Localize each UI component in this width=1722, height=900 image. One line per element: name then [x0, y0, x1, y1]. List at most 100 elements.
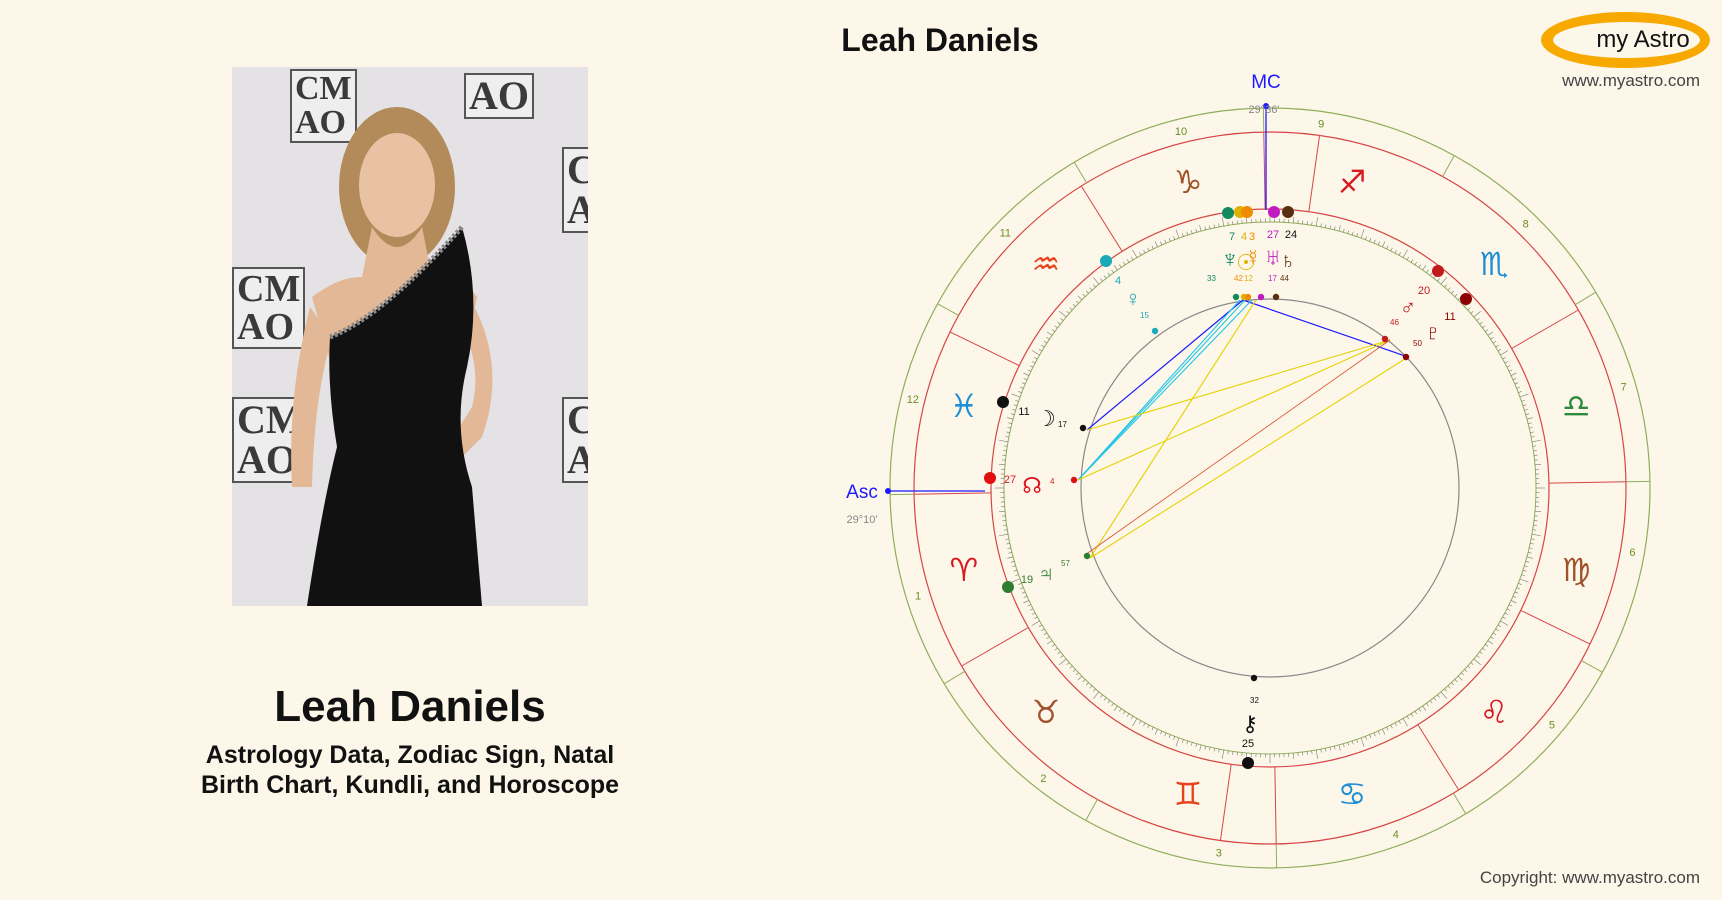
degree-tick [1521, 574, 1525, 577]
saturn-dot [1282, 206, 1294, 218]
house-number: 10 [1175, 126, 1187, 138]
sign-boundary-line [1442, 155, 1455, 177]
mars-minute: 46 [1390, 318, 1399, 327]
logo-text: my Astro [1596, 26, 1690, 53]
house-cusp-line [1511, 309, 1579, 349]
neptune-icon: ♆ [1221, 246, 1239, 273]
degree-tick [1522, 569, 1527, 572]
house-lines [890, 108, 1650, 868]
degree-tick [1529, 547, 1533, 549]
sign-boundary-line [937, 303, 959, 316]
house-number: 1 [915, 591, 921, 603]
degree-tick [1325, 748, 1327, 752]
degree-tick [1020, 587, 1024, 590]
degree-tick [1218, 223, 1220, 227]
degree-tick [1092, 688, 1096, 692]
degree-tick [1440, 691, 1447, 699]
degree-tick [1329, 747, 1331, 751]
planets: 7 ♆ 33 4 ☉ 12 3 ☿ 42 27 ♅ 17 24 ♄ [984, 206, 1472, 769]
degree-tick [1043, 340, 1048, 344]
aries-icon: ♈ [949, 551, 978, 589]
degree-tick [1018, 391, 1022, 393]
myastro-logo[interactable]: my Astro [1541, 12, 1710, 68]
degree-tick [1502, 357, 1506, 360]
degree-tick [1013, 569, 1018, 572]
degree-tick [1082, 679, 1086, 683]
degree-tick [1514, 591, 1519, 594]
degree-tick [1356, 233, 1359, 237]
aquarius-icon: ♒ [1032, 245, 1061, 283]
degree-tick [1031, 361, 1036, 364]
house-number: 11 [1000, 227, 1011, 239]
degree-tick [1075, 672, 1079, 676]
moon-dot [997, 396, 1009, 408]
degree-tick [999, 439, 1009, 443]
degree-tick [1528, 422, 1532, 424]
backdrop-logo-bottom: AO [567, 437, 588, 482]
degree-tick [1414, 261, 1418, 266]
degree-tick [1213, 224, 1215, 228]
backdrop-logo-top: CM [295, 70, 352, 107]
degree-tick [1347, 742, 1350, 746]
degree-tick [1476, 318, 1480, 321]
degree-tick [1369, 734, 1372, 738]
degree-tick [1023, 595, 1028, 598]
degree-tick [1369, 238, 1372, 242]
degree-tick [1031, 350, 1040, 356]
degree-tick [1495, 344, 1499, 348]
degree-tick [1059, 311, 1067, 318]
degree-tick [1510, 372, 1517, 376]
degree-tick [999, 510, 1006, 513]
degree-tick [1516, 587, 1520, 590]
house-cusp-line [914, 492, 992, 495]
subtitle-line-2: Birth Chart, Kundli, and Horoscope [200, 771, 620, 799]
degree-tick [1209, 225, 1211, 229]
logo-inner [1553, 22, 1700, 58]
degree-tick [1020, 386, 1024, 389]
backdrop-logo: CM AO [232, 267, 306, 349]
degree-tick [1168, 238, 1171, 242]
subtitle-line-1: Astrology Data, Zodiac Sign, Natal [205, 741, 615, 769]
house-number: 3 [1216, 847, 1222, 859]
house-ring [913, 131, 1627, 845]
degree-tick [1464, 669, 1468, 673]
degree-tick [1119, 264, 1122, 268]
degree-tick [1018, 583, 1022, 585]
node-minute: 4 [1050, 477, 1055, 486]
mc-label: MC [1251, 72, 1281, 93]
degree-tick [1487, 331, 1493, 336]
degree-tick [1130, 715, 1134, 720]
backdrop-logo-top: CM [567, 397, 588, 442]
degree-tick [1360, 737, 1365, 747]
degree-tick [1429, 272, 1433, 276]
mars-degree: 20 [1418, 285, 1430, 297]
degree-tick [1467, 665, 1471, 669]
degree-tick [1007, 547, 1011, 549]
degree-tick [1426, 703, 1429, 707]
degree-tick [1046, 337, 1050, 340]
site-link[interactable]: www.myastro.com [1562, 71, 1700, 90]
degree-tick [1506, 365, 1511, 368]
house-number: 4 [1393, 829, 1399, 841]
degree-tick [1119, 708, 1122, 712]
degree-tick [1512, 595, 1517, 598]
degree-tick [1027, 604, 1032, 607]
planet-mars: 20 ♂ 46 [1390, 265, 1444, 327]
degree-tick [1451, 682, 1455, 686]
degree-tick [1085, 682, 1089, 686]
degree-tick [1532, 529, 1537, 531]
degree-tick [1479, 321, 1483, 325]
degree-tick [1245, 217, 1248, 224]
degree-tick [1160, 730, 1163, 735]
degree-tick [1351, 231, 1354, 236]
degree-tick [1315, 749, 1319, 759]
degree-tick [1311, 221, 1313, 226]
backdrop-logo-bottom: AO [237, 306, 294, 348]
degree-tick [1147, 247, 1150, 252]
venus-icon: ♀ [1125, 286, 1142, 311]
degree-tick [1132, 249, 1138, 258]
degree-tick [1365, 236, 1367, 240]
degree-tick [1521, 399, 1525, 402]
